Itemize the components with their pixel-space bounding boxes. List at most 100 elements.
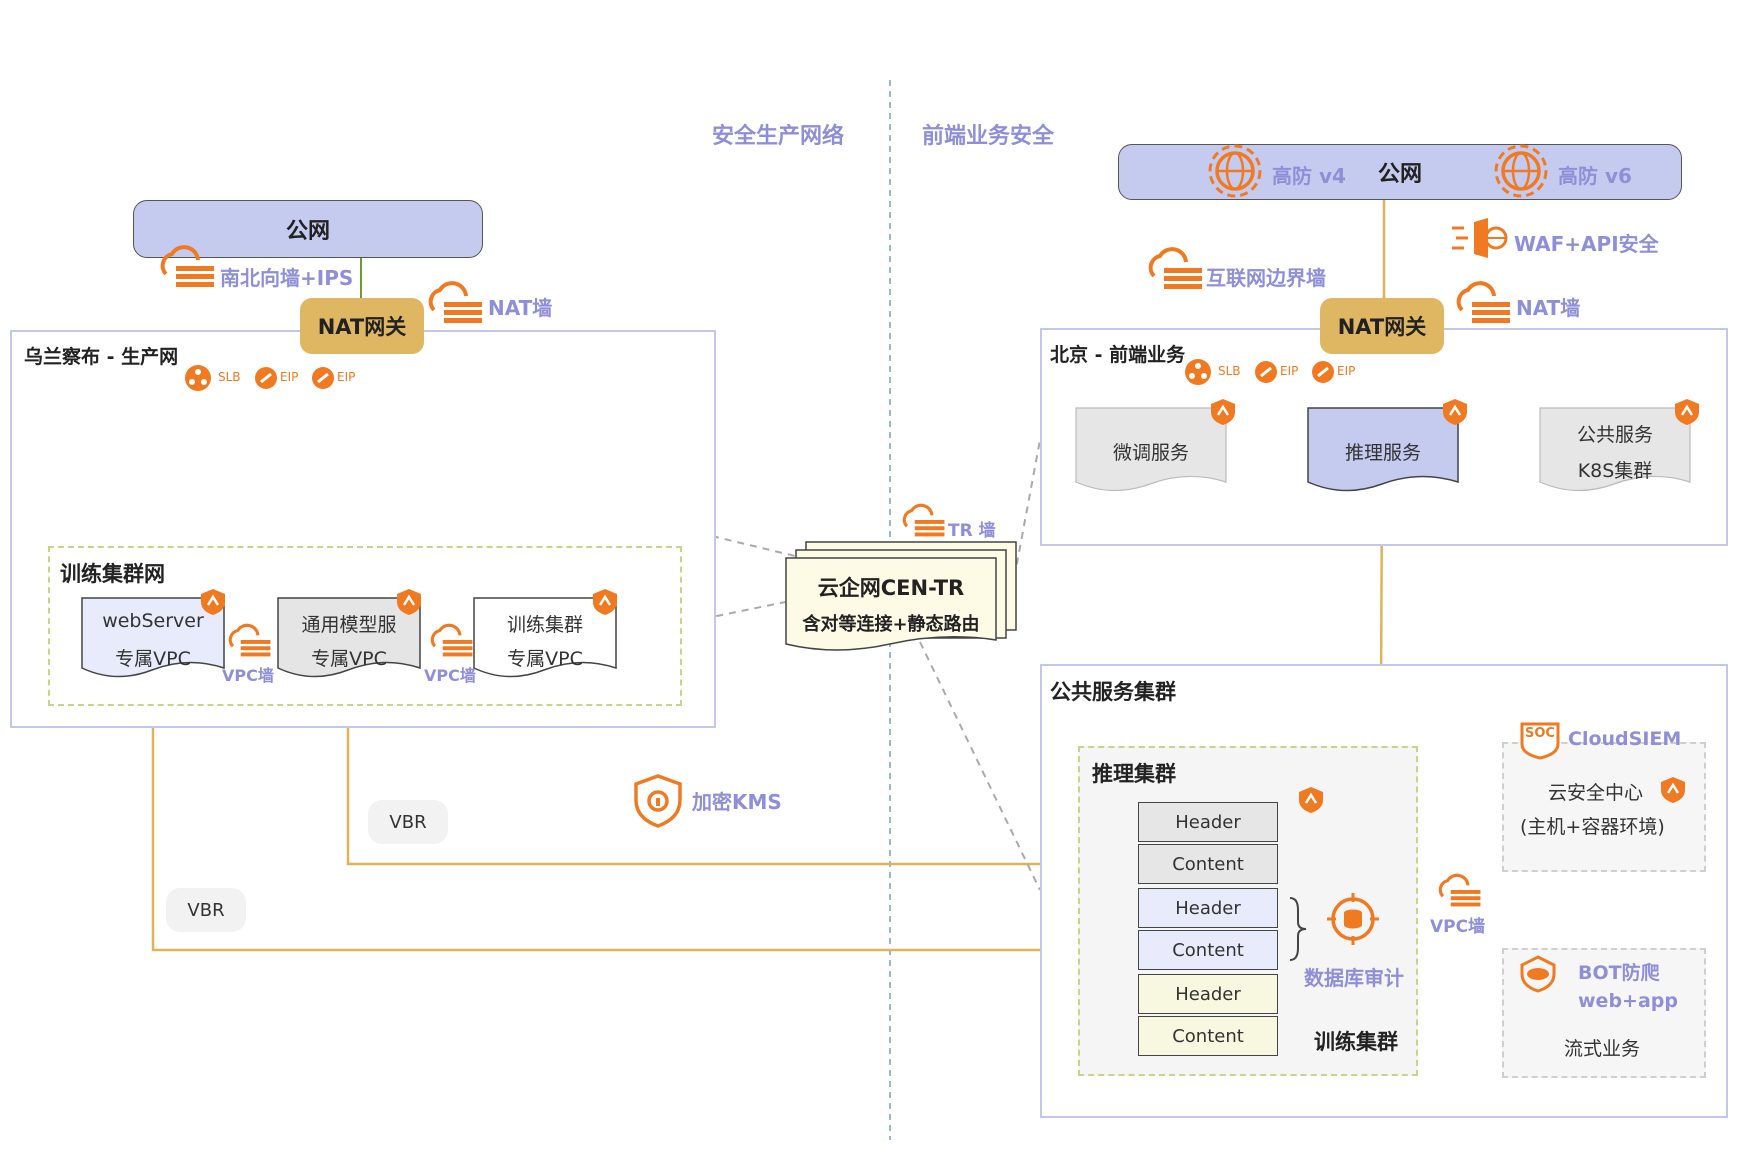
eip-icon (255, 367, 277, 389)
eip-icon (312, 367, 334, 389)
doc-webserver (81, 597, 225, 678)
kms-icon (634, 774, 682, 828)
service-finetune-label: 微调服务 (1112, 442, 1189, 464)
ddos-v4-label: 高防 v4 (1272, 164, 1346, 188)
region-ulanqab-title: 乌兰察布 - 生产网 (24, 346, 179, 368)
tr-wall-label: TR 墙 (948, 521, 996, 541)
vpc-wall-label: VPC墙 (424, 666, 476, 685)
bot-title: BOT防爬 (1578, 962, 1660, 984)
training-cluster-net (48, 546, 682, 706)
firewall-icon (160, 245, 214, 287)
stack-content: Content (1138, 930, 1278, 970)
vpc-wall-icon (228, 623, 271, 657)
stack-header: Header (1138, 802, 1278, 842)
shield-icon (1675, 399, 1699, 425)
doc-webserver-line2: 专属VPC (115, 648, 191, 670)
ddos-v6-label: 高防 v6 (1558, 164, 1632, 188)
nat-wall-label: NAT墙 (488, 296, 553, 320)
right-nat-gateway: NAT网关 (1320, 298, 1444, 354)
tr-wall-icon (902, 503, 945, 537)
brace-icon (1289, 897, 1307, 961)
section-title-left: 安全生产网络 (712, 124, 845, 149)
vpc-wall-label: VPC墙 (222, 666, 274, 685)
bot-stream: 流式业务 (1564, 1038, 1641, 1060)
waf-label: WAF+API安全 (1514, 232, 1659, 256)
shield-icon (201, 589, 225, 615)
right-public-net: 公网 (1118, 144, 1682, 200)
slb-label: SLB (1218, 364, 1241, 378)
vbr-path-1 (346, 670, 1130, 866)
cen-tr-node (785, 541, 1017, 651)
service-public-line1: 公共服务 (1576, 424, 1653, 446)
inference-cluster-title: 推理集群 (1092, 762, 1176, 786)
shield-icon (593, 589, 617, 615)
doc-training-line1: 训练集群 (506, 614, 583, 636)
slb-icon (185, 365, 211, 391)
eip-icon (1255, 361, 1277, 383)
kms-label: 加密KMS (692, 790, 782, 814)
security-center-sub: (主机+容器环境) (1520, 816, 1665, 838)
public-cluster-title: 公共服务集群 (1050, 680, 1176, 704)
stack-content: Content (1138, 1016, 1278, 1056)
nat-wall-icon (428, 281, 482, 323)
cen-title: 云企网CEN-TR (817, 576, 965, 600)
stack-content: Content (1138, 844, 1278, 884)
eip-label: EIP (337, 370, 356, 384)
internet-wall-icon (1148, 247, 1202, 289)
vbr-label-1: VBR (368, 800, 448, 844)
eip-label: EIP (1337, 364, 1356, 378)
nat-wall-label: NAT墙 (1516, 296, 1581, 320)
eip-label: EIP (1280, 364, 1299, 378)
service-public-line2: K8S集群 (1577, 460, 1653, 482)
bot-icon (1520, 955, 1556, 993)
cen-subtitle: 含对等连接+静态路由 (802, 614, 980, 635)
vpc-wall-icon (430, 623, 473, 657)
ddos-v6-icon (1494, 144, 1548, 198)
shield-icon (1661, 777, 1685, 803)
eip-icon (1312, 361, 1334, 383)
firewall-ns-label: 南北向墙+IPS (220, 266, 354, 290)
training-cluster-title: 训练集群网 (60, 562, 165, 586)
stack-header: Header (1138, 974, 1278, 1014)
db-audit-label: 数据库审计 (1304, 966, 1404, 990)
training-cluster-label: 训练集群 (1314, 1030, 1398, 1054)
region-beijing-title: 北京 - 前端业务 (1050, 344, 1186, 366)
service-inference-label: 推理服务 (1344, 442, 1421, 464)
cluster-stack: Header Content Header Content Header Con… (1138, 802, 1278, 1058)
cen-link (711, 535, 796, 557)
stack-header: Header (1138, 888, 1278, 928)
cen-link (919, 641, 1041, 891)
shield-icon (1299, 787, 1323, 813)
soc-icon (1520, 722, 1560, 760)
section-title-right: 前端业务安全 (922, 124, 1055, 149)
cloudsiem-label: CloudSIEM (1568, 728, 1682, 750)
left-nat-gateway: NAT网关 (300, 298, 424, 354)
db-audit-icon (1327, 893, 1379, 945)
bot-sub: web+app (1578, 990, 1678, 1012)
shield-icon (397, 589, 421, 615)
vbr-path-2 (151, 670, 1130, 952)
vpc-wall-label: VPC墙 (1430, 917, 1486, 937)
eip-label: EIP (280, 370, 299, 384)
security-center-label: 云安全中心 (1548, 782, 1644, 804)
doc-training-line2: 专属VPC (507, 648, 583, 670)
ddos-v4-icon (1208, 144, 1262, 198)
security-center-box (1502, 742, 1706, 872)
vpc-wall-icon (1438, 873, 1481, 907)
internet-wall-label: 互联网边界墙 (1206, 266, 1326, 290)
nat-wall-icon (1456, 281, 1510, 323)
service-public (1539, 407, 1691, 492)
slb-icon (1185, 359, 1211, 385)
doc-general-model-line1: 通用模型服 (301, 614, 397, 636)
service-inference (1307, 407, 1459, 492)
waf-icon (1452, 218, 1508, 258)
vbr-label-2: VBR (166, 888, 246, 932)
shield-icon (1211, 399, 1235, 425)
doc-training-cluster (473, 597, 617, 678)
soc-badge-label: SOC (1525, 726, 1555, 741)
doc-webserver-line1: webServer (102, 610, 204, 632)
doc-general-model-line2: 专属VPC (311, 648, 387, 670)
service-finetune (1075, 407, 1227, 492)
doc-general-model (277, 597, 421, 678)
slb-label: SLB (218, 370, 241, 384)
